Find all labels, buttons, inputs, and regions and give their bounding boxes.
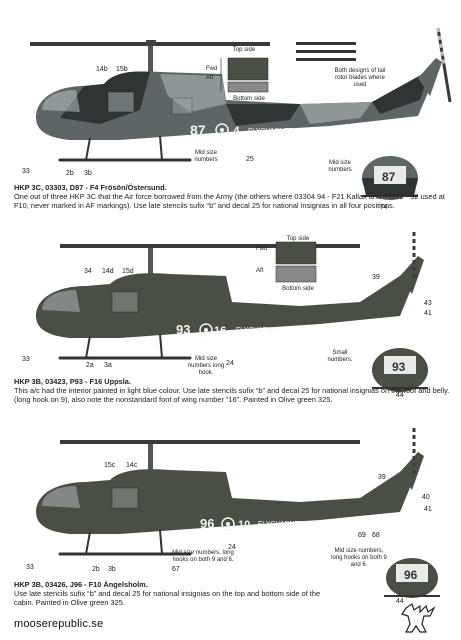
nose-number: 93 — [176, 322, 190, 337]
decal-41: 41 — [424, 310, 432, 317]
helicopter-2-profile: 93 16 FLYGVAPNET 93 — [36, 232, 428, 392]
decal-33: 33 — [22, 168, 30, 175]
wing-number: 4 — [233, 124, 240, 138]
caption-1: HKP 3C, 03303, D87 - F4 Frösön/Östersund… — [14, 183, 454, 210]
decal-14b: 14b — [96, 66, 108, 73]
decal-3b: 3b — [84, 170, 92, 177]
footer-site: mooserepublic.se — [14, 618, 104, 630]
mid-size-label: Mid size numbers long hook. — [187, 356, 225, 376]
moose-logo-icon — [401, 603, 436, 633]
wing-number: 10 — [238, 519, 250, 531]
decal-69: 69 — [358, 532, 366, 539]
decal-39: 39 — [378, 474, 386, 481]
fwd-label: Fwd — [256, 246, 268, 252]
decal-44: 44 — [396, 598, 404, 605]
decal-2b: 2b — [92, 566, 100, 573]
nose-number: 96 — [200, 516, 214, 531]
decal-14d: 14d — [102, 268, 114, 275]
helicopter-3-profile: 96 10 FLYGVAPNET 96 — [36, 428, 440, 598]
fwd-label: Fwd — [206, 66, 218, 72]
decal-24: 24 — [228, 544, 236, 551]
mid-size-label-front: Mid size numbers, long hooks on both 9 a… — [331, 548, 387, 568]
top-side-label: Top side — [286, 236, 310, 242]
decal-74: 74 — [380, 204, 388, 211]
national-insignia-roundel — [215, 123, 229, 137]
top-side-label: Top side — [232, 47, 256, 53]
decal-44: 44 — [396, 392, 404, 399]
decal-34: 34 — [84, 268, 92, 275]
helicopter-1-profile: 87 4 FLYGVAPNET 87 — [30, 27, 452, 200]
nose-number: 87 — [190, 122, 206, 138]
decal-3b: 3b — [108, 566, 116, 573]
decal-2a: 2a — [86, 362, 94, 369]
caption-1-body: One out of three HKP 3C that the Air for… — [14, 192, 445, 210]
decal-14c: 14c — [126, 462, 138, 469]
caption-1-title: HKP 3C, 03303, D87 - F4 Frösön/Östersund… — [14, 183, 167, 192]
decal-15c: 15c — [104, 462, 116, 469]
caption-2-body: This a/c had the interior painted in lig… — [14, 386, 450, 404]
caption-2: HKP 3B, 03423, P93 - F16 Uppsla. This a/… — [14, 377, 454, 404]
wing-number: 16 — [214, 325, 226, 337]
belly-number: 93 — [392, 360, 406, 374]
decal-15b: 15b — [116, 66, 128, 73]
caption-3-body: Use late stencils sufix “b” and decal 25… — [14, 589, 321, 607]
decal-39: 39 — [372, 274, 380, 281]
decal-2b: 2b — [66, 170, 74, 177]
flygvapnet-text: FLYGVAPNET — [236, 327, 282, 334]
flygvapnet-text: FLYGVAPNET — [248, 128, 294, 135]
decal-67: 67 — [172, 566, 180, 573]
caption-2-title: HKP 3B, 03423, P93 - F16 Uppsla. — [14, 377, 131, 386]
belly-number: 87 — [382, 170, 396, 184]
decal-43: 43 — [424, 300, 432, 307]
small-numbers-label: Small numbers. — [327, 350, 353, 363]
decal-33: 33 — [22, 356, 30, 363]
aft-label: Aft — [206, 75, 214, 81]
mid-size-label: Mid size numbers — [194, 150, 218, 163]
decal-25: 25 — [246, 156, 254, 163]
decal-33: 33 — [26, 564, 34, 571]
decal-24: 24 — [226, 360, 234, 367]
tail-rotor-note: Both designs of tail rotor blades where … — [334, 68, 386, 88]
decal-15d: 15d — [122, 268, 134, 275]
decal-41: 41 — [424, 506, 432, 513]
decal-68: 68 — [372, 532, 380, 539]
caption-3-title: HKP 3B, 03426, J96 - F10 Ängelsholm. — [14, 580, 148, 589]
flygvapnet-text: FLYGVAPNET — [258, 521, 304, 528]
bottom-side-label: Bottom side — [282, 286, 314, 292]
decal-40: 40 — [422, 494, 430, 501]
mid-size-label-front: Mid size numbers — [328, 160, 352, 173]
belly-number: 96 — [404, 568, 418, 582]
aft-label: Aft — [256, 268, 264, 274]
bottom-side-label: Bottom side — [233, 96, 265, 102]
decal-3a: 3a — [104, 362, 112, 369]
caption-3: HKP 3B, 03426, J96 - F10 Ängelsholm. Use… — [14, 580, 334, 607]
mid-size-label-side: Mid size numbers, long hooks on both 9 a… — [172, 550, 234, 563]
